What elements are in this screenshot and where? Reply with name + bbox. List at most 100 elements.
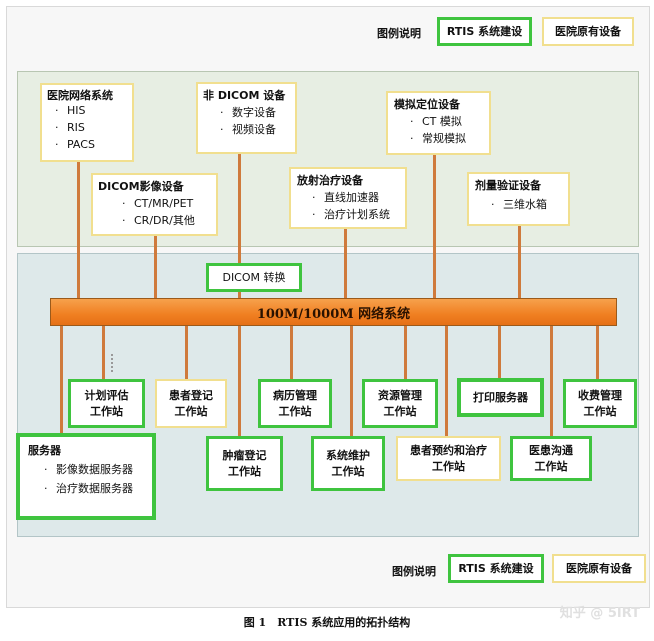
simulation-title: 模拟定位设备 [394,98,460,111]
connector-doctor-patient [550,325,553,437]
workstation-suffix: 工作站 [432,459,465,473]
appointment-workstation: 患者预约和治疗 工作站 [396,436,501,481]
workstation-suffix: 工作站 [228,464,261,478]
bullet-icon: · [44,463,48,476]
workstation-name: 患者预约和治疗 [410,443,487,457]
medical-record-workstation: 病历管理 工作站 [258,379,332,428]
dicom-imaging-box: DICOM影像设备 · CT/MR/PET · CR/DR/其他 [91,173,218,236]
patient-reg-workstation: 患者登记 工作站 [155,379,227,428]
bullet-icon: · [44,482,48,495]
hospital-network-item: HIS [67,104,86,117]
connector-print-server [498,325,501,380]
radiotherapy-item: 治疗计划系统 [324,208,390,221]
workstation-name: 病历管理 [273,388,317,402]
workstation-name: 肿瘤登记 [222,448,267,462]
connector-hospital-network [77,160,80,300]
hospital-network-title: 医院网络系统 [47,89,113,102]
connector-appointment [445,325,448,437]
non-dicom-item: 数字设备 [232,106,276,119]
doctor-patient-workstation: 医患沟通 工作站 [510,436,592,481]
connector-fee [596,325,599,380]
servers-box: 服务器 · 影像数据服务器 · 治疗数据服务器 [16,433,156,520]
resource-workstation: 资源管理 工作站 [362,379,438,428]
dosimetry-box: 剂量验证设备 · 三维水箱 [467,172,570,226]
bullet-icon: · [410,132,414,145]
legend-top-rtis: RTIS 系统建设 [437,17,532,46]
servers-title: 服务器 [28,444,61,457]
connector-medical-record [290,325,293,380]
hospital-network-box: 医院网络系统 · HIS · RIS · PACS [40,83,134,162]
bullet-icon: · [410,115,414,128]
watermark: 知乎 @ 5IRT [559,606,640,621]
bullet-icon: · [312,191,316,204]
bullet-icon: · [55,121,59,134]
workstation-name: 资源管理 [378,388,422,402]
legend-bottom-rtis: RTIS 系统建设 [448,554,544,583]
connector-radiotherapy [344,228,347,300]
radiotherapy-box: 放射治疗设备 · 直线加速器 · 治疗计划系统 [289,167,407,229]
connector-tumor-reg [238,325,241,437]
workstation-suffix: 工作站 [383,404,417,418]
workstation-suffix: 工作站 [90,404,123,418]
workstation-name: 医患沟通 [529,443,573,457]
bullet-icon: · [122,214,126,227]
legend-top-original: 医院原有设备 [542,17,634,46]
network-bus-label: 100M/1000M 网络系统 [256,306,411,322]
bullet-icon: · [55,104,59,117]
connector-plan-eval [102,325,105,380]
connector-resource [404,325,407,380]
dicom-convert-box: DICOM 转换 [206,263,302,292]
connector-non-dicom [238,153,241,300]
bullet-icon: · [220,106,224,119]
dicom-imaging-title: DICOM影像设备 [98,180,184,193]
sys-maint-workstation: 系统维护 工作站 [311,436,385,491]
connector-patient-reg [185,325,188,380]
non-dicom-item: 视频设备 [232,123,276,136]
workstation-suffix: 工作站 [278,404,312,418]
bullet-icon: · [491,198,495,211]
tumor-reg-workstation: 肿瘤登记 工作站 [206,436,283,491]
servers-item: 治疗数据服务器 [56,482,133,495]
connector-dosimetry [518,225,521,300]
connector-servers [60,325,63,435]
print-server-box: 打印服务器 [457,378,544,417]
hospital-network-item: RIS [67,121,85,134]
bullet-icon: · [312,208,316,221]
radiotherapy-title: 放射治疗设备 [297,174,363,187]
simulation-box: 模拟定位设备 · CT 模拟 · 常规模拟 [386,91,491,155]
radiotherapy-item: 直线加速器 [324,191,379,204]
legend-top-label: 图例说明 [377,27,421,40]
bullet-icon: · [55,138,59,151]
bullet-icon: · [220,123,224,136]
non-dicom-box: 非 DICOM 设备 · 数字设备 · 视频设备 [196,82,297,154]
workstation-suffix: 工作站 [174,404,208,418]
workstation-name: 计划评估 [84,388,129,402]
workstation-name: 打印服务器 [473,390,528,404]
hospital-network-item: PACS [67,138,95,151]
workstation-name: 系统维护 [326,448,370,462]
network-bus: 100M/1000M 网络系统 [50,298,617,326]
workstation-suffix: 工作站 [534,459,568,473]
connector-dotted [111,354,115,372]
simulation-item: CT 模拟 [422,115,462,128]
dosimetry-title: 剂量验证设备 [475,179,541,192]
workstation-suffix: 工作站 [583,404,617,418]
connector-dicom-imaging [154,234,157,300]
fee-workstation: 收费管理 工作站 [563,379,637,428]
connector-simulation [433,155,436,300]
legend-bottom-label: 图例说明 [392,565,436,578]
simulation-item: 常规模拟 [422,132,466,145]
plan-eval-workstation: 计划评估 工作站 [68,379,145,428]
bullet-icon: · [122,197,126,210]
dicom-imaging-item: CT/MR/PET [134,197,194,210]
workstation-name: 收费管理 [578,388,622,402]
non-dicom-title: 非 DICOM 设备 [203,89,286,102]
connector-sys-maint [350,325,353,437]
servers-item: 影像数据服务器 [56,463,133,476]
dosimetry-item: 三维水箱 [503,198,547,211]
figure-caption: 图 1 RTIS 系统应用的拓扑结构 [243,616,411,629]
workstation-suffix: 工作站 [331,464,365,478]
workstation-name: 患者登记 [169,388,213,402]
dicom-imaging-item: CR/DR/其他 [134,214,195,227]
legend-bottom-original: 医院原有设备 [552,554,646,583]
